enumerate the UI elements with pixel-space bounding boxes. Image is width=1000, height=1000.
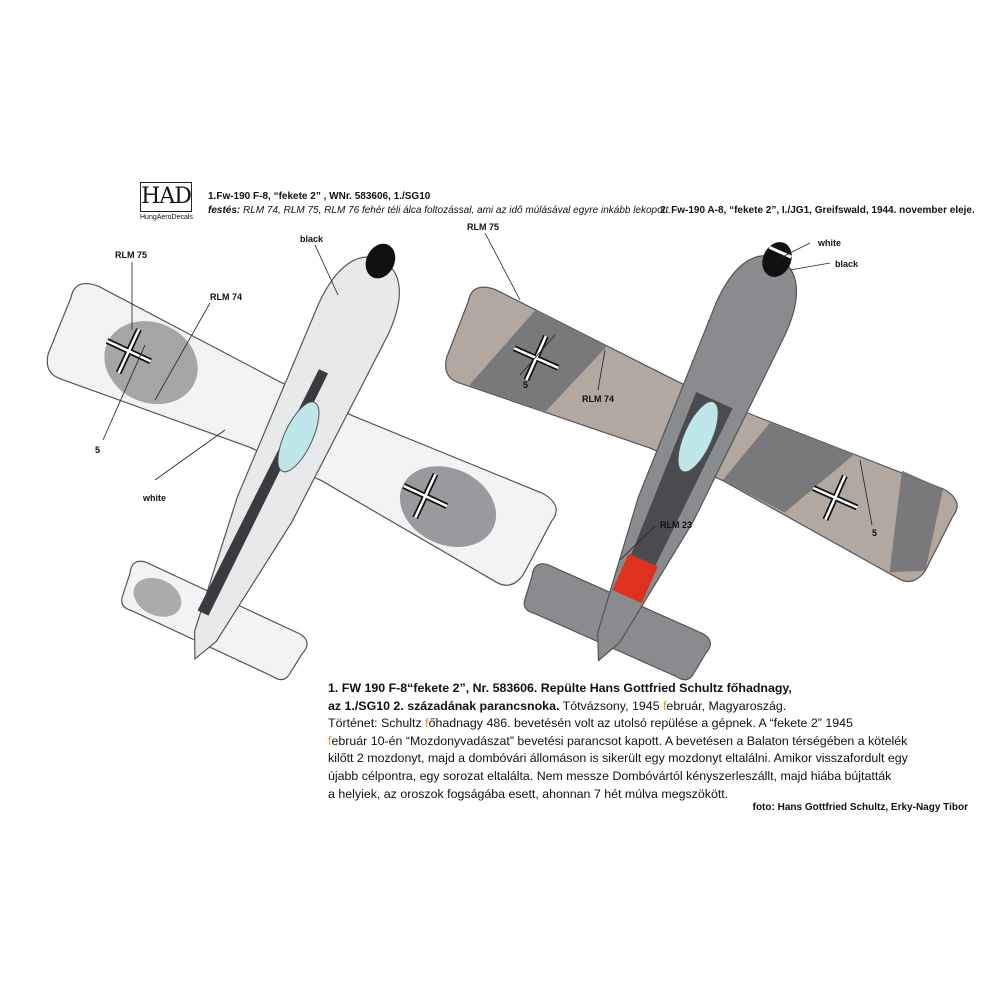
history-text: 1. FW 190 F-8“fekete 2”, Nr. 583606. Rep… <box>328 681 908 801</box>
label-rlm74: RLM 74 <box>210 292 243 302</box>
label-5: 5 <box>95 445 101 455</box>
label-black: black <box>300 234 324 244</box>
canopy <box>277 401 320 473</box>
label2-black: black <box>835 259 859 269</box>
profile1-title: 1.Fw-190 F-8, “fekete 2” , WNr. 583606, … <box>208 191 431 202</box>
label-rlm75: RLM 75 <box>115 250 148 260</box>
spinner <box>762 242 792 277</box>
leader-lines <box>102 232 873 561</box>
label-white: white <box>143 493 167 503</box>
fw190-f8-plane <box>46 243 557 681</box>
label2-5-left: 5 <box>523 380 529 390</box>
profile2-title: 2. Fw-190 A-8, “fekete 2”, I./JG1, Greif… <box>660 205 975 216</box>
profile1-paint: festés: RLM 74, RLM 75, RLM 76 fehér tél… <box>208 205 672 216</box>
photo-credit: foto: Hans Gottfried Schultz, Erky-Nagy … <box>752 802 968 813</box>
had-logo: HAD HungAeroDecals <box>140 182 193 221</box>
spinner <box>365 243 396 279</box>
label2-white: white <box>818 238 842 248</box>
canopy <box>677 401 719 473</box>
label2-rlm74: RLM 74 <box>582 394 615 404</box>
label2-rlm75: RLM 75 <box>467 222 500 232</box>
label2-5-right: 5 <box>872 528 878 538</box>
fw190-a8-plane <box>445 242 958 681</box>
rlm23-band <box>612 553 658 604</box>
label2-rlm23: RLM 23 <box>660 520 693 530</box>
